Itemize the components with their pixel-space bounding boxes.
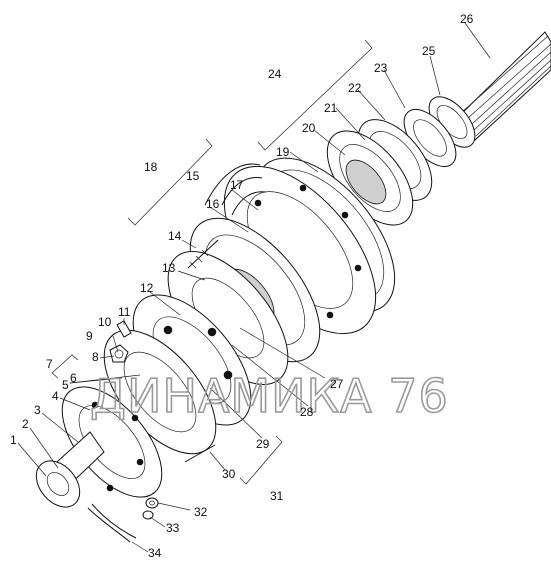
callout-8: 8 xyxy=(92,350,99,364)
callout-10: 10 xyxy=(98,315,112,329)
callout-34: 34 xyxy=(148,546,162,560)
clutch-housing xyxy=(223,157,396,335)
friction-disc xyxy=(103,294,252,455)
callout-16: 16 xyxy=(206,197,220,211)
callout-9: 9 xyxy=(86,329,93,343)
callout-7: 7 xyxy=(46,357,53,371)
callout-labels: 1 2 3 4 5 6 7 8 9 10 11 12 13 14 15 16 1… xyxy=(10,12,474,560)
splined-shaft xyxy=(454,31,551,141)
bolt xyxy=(187,239,219,269)
callout-29: 29 xyxy=(256,437,270,451)
callout-33: 33 xyxy=(166,521,180,535)
callout-32: 32 xyxy=(194,505,208,519)
callout-4: 4 xyxy=(52,389,59,403)
callout-20: 20 xyxy=(302,121,316,135)
snap-rings xyxy=(204,163,267,216)
nut-assembly xyxy=(109,320,132,363)
leader-lines xyxy=(17,22,491,553)
bearing-housing xyxy=(326,119,433,226)
callout-25: 25 xyxy=(422,44,436,58)
callout-30: 30 xyxy=(222,467,236,481)
washer-and-cotter xyxy=(87,497,159,543)
callout-22: 22 xyxy=(348,81,362,95)
callout-18: 18 xyxy=(144,160,158,174)
callout-3: 3 xyxy=(34,403,41,417)
group-brackets xyxy=(51,39,373,485)
callout-14: 14 xyxy=(168,229,182,243)
callout-27: 27 xyxy=(330,377,344,391)
watermark: ДИНАМИКА 76 xyxy=(90,369,449,423)
hub-flange xyxy=(35,386,163,508)
callout-5: 5 xyxy=(62,378,69,392)
callout-19: 19 xyxy=(276,145,290,159)
callout-26: 26 xyxy=(460,12,474,26)
pin xyxy=(184,444,216,463)
callout-31: 31 xyxy=(270,489,284,503)
callout-13: 13 xyxy=(162,261,176,275)
callout-12: 12 xyxy=(140,281,154,295)
callout-17: 17 xyxy=(230,178,244,192)
callout-23: 23 xyxy=(374,61,388,75)
shaft-gear xyxy=(403,96,476,167)
callout-24: 24 xyxy=(268,67,282,81)
callout-28: 28 xyxy=(300,405,314,419)
callout-21: 21 xyxy=(324,101,338,115)
callout-6: 6 xyxy=(70,371,77,385)
callout-1: 1 xyxy=(10,433,17,447)
callout-15: 15 xyxy=(186,169,200,183)
callout-11: 11 xyxy=(118,305,131,319)
callout-2: 2 xyxy=(22,417,29,431)
